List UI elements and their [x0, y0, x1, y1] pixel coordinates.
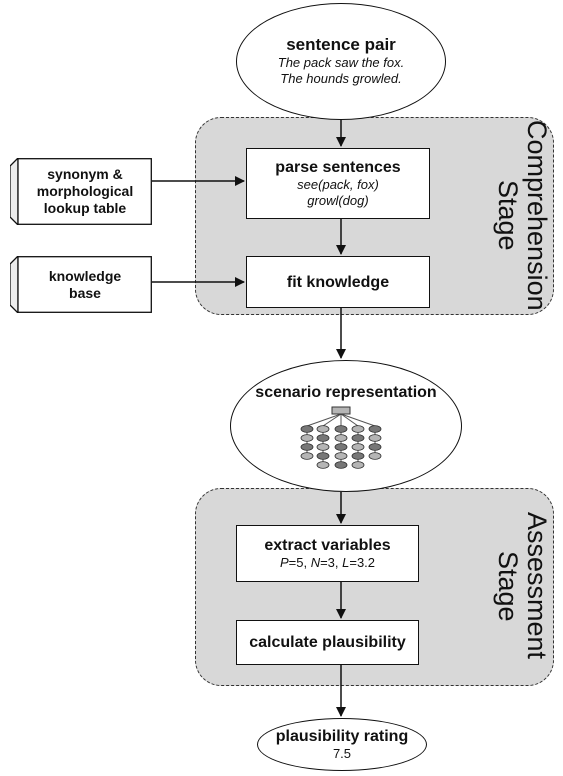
extract-variables-values: P=5, N=3, L=3.2 [280, 555, 375, 571]
plausibility-rating-value: 7.5 [332, 746, 352, 761]
3d-box-shape [10, 256, 152, 313]
knowledge-base-line2: base [69, 284, 101, 301]
extract-variables-node: extract variables P=5, N=3, L=3.2 [236, 525, 419, 582]
extract-variables-title: extract variables [264, 537, 391, 554]
assessment-stage-label: Assessment Stage [487, 488, 552, 684]
fit-knowledge-title: fit knowledge [286, 273, 390, 291]
comprehension-stage-label: Comprehension Stage [487, 117, 552, 313]
value-n: =3, [320, 555, 343, 570]
scenario-representation-title: scenario representation [255, 384, 437, 401]
value-l: =3.2 [349, 555, 376, 570]
comprehension-label-line1: Comprehension [522, 119, 552, 311]
scenario-representation-node: scenario representation [230, 360, 462, 492]
variable-p: P [279, 555, 289, 570]
synonym-lookup-table-node: synonym & morphological lookup table [10, 158, 152, 225]
sentence-pair-title: sentence pair [286, 35, 396, 54]
synonym-table-line3: lookup table [43, 200, 127, 216]
tree-structure-icon [300, 406, 382, 469]
parse-sentences-title: parse sentences [275, 159, 401, 176]
synonym-table-line2: morphological [36, 183, 134, 199]
knowledge-base-node: knowledge base [10, 256, 152, 313]
fit-knowledge-node: fit knowledge [246, 256, 430, 308]
variable-l: L [342, 555, 350, 570]
plausibility-rating-title: plausibility rating [275, 728, 409, 745]
assessment-label-line1: Assessment [522, 512, 552, 660]
variable-n: N [310, 555, 321, 570]
assessment-label-line2: Stage [493, 550, 523, 622]
plausibility-rating-node: plausibility rating 7.5 [257, 718, 427, 771]
parse-sentences-node: parse sentences see(pack, fox) growl(dog… [246, 148, 430, 219]
knowledge-base-line1: knowledge [48, 267, 122, 284]
parse-sentences-line1: see(pack, fox) [297, 177, 379, 192]
value-p: =5, [288, 555, 311, 570]
parse-sentences-line2: growl(dog) [307, 193, 369, 208]
comprehension-label-line2: Stage [493, 179, 523, 251]
sentence-pair-node: sentence pair The pack saw the fox. The … [236, 3, 446, 120]
synonym-table-line1: synonym & [47, 166, 123, 182]
calculate-plausibility-title: calculate plausibility [249, 634, 406, 651]
3d-box-shape [10, 158, 152, 225]
sentence-pair-line2: The hounds growled. [280, 71, 402, 86]
calculate-plausibility-node: calculate plausibility [236, 620, 419, 665]
sentence-pair-line1: The pack saw the fox. [277, 55, 405, 70]
